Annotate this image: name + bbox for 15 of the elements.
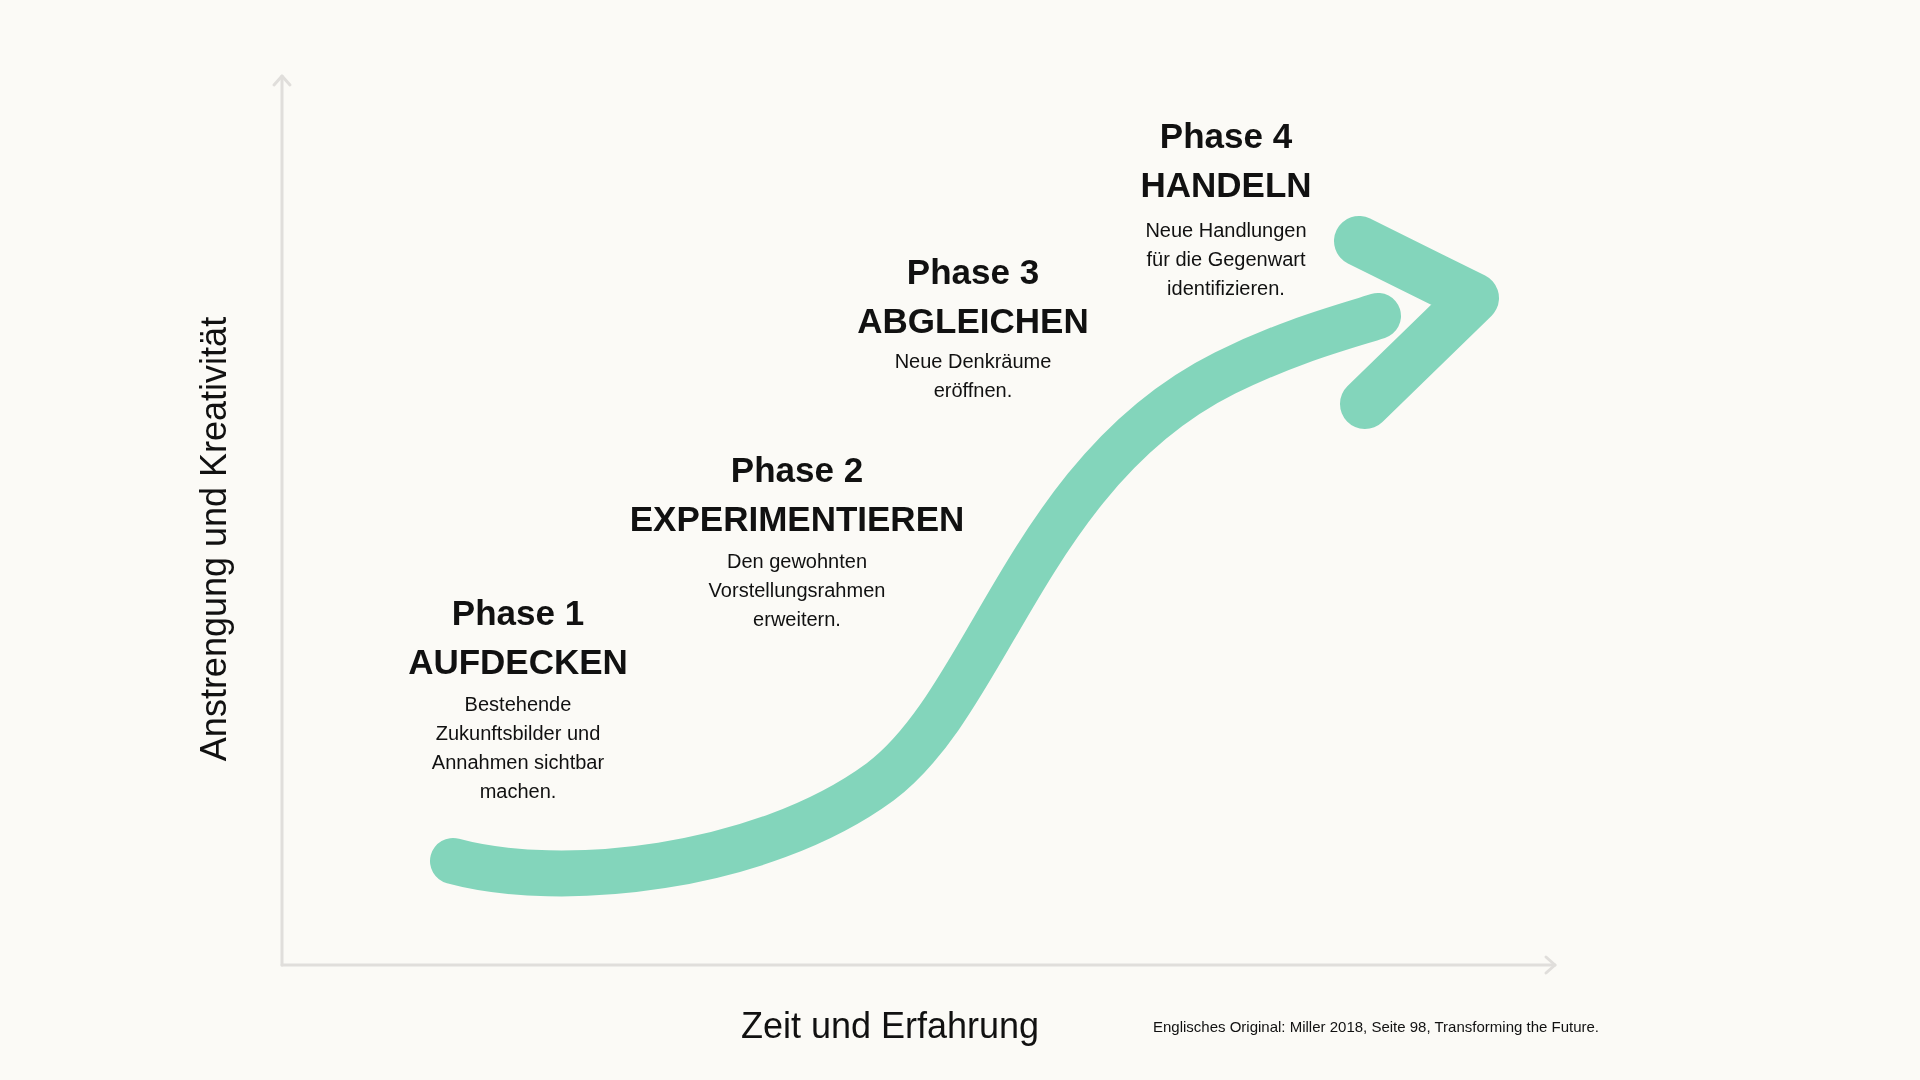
axis-label: Anstrengung und Kreativität: [193, 316, 235, 762]
axis-label: Zeit und Erfahrung: [740, 1005, 1040, 1047]
phase-title: ABGLEICHEN: [857, 301, 1089, 341]
phase-description: Bestehende Zukunftsbilder und Annahmen sichtbar machen.: [430, 692, 606, 804]
phase-description: Neue Denkräume eröffnen.: [893, 349, 1053, 403]
phase-title: HANDELN: [1140, 165, 1312, 205]
phase-number: Phase 2: [730, 450, 864, 490]
phase-number: Phase 4: [1159, 116, 1293, 156]
phase-description: Neue Handlungen für die Gegenwart identifizieren.: [1144, 218, 1308, 301]
source-note: Englisches Original: Miller 2018, Seite 98, Transforming the Future.: [1153, 1018, 1599, 1036]
phase-title: AUFDECKEN: [408, 642, 628, 682]
phase-title: EXPERIMENTIEREN: [629, 499, 965, 539]
phase-description: Den gewohnten Vorstellungsrahmen erweitern.: [707, 549, 887, 632]
phase-number: Phase 1: [451, 593, 585, 633]
phase-number: Phase 3: [906, 252, 1040, 292]
